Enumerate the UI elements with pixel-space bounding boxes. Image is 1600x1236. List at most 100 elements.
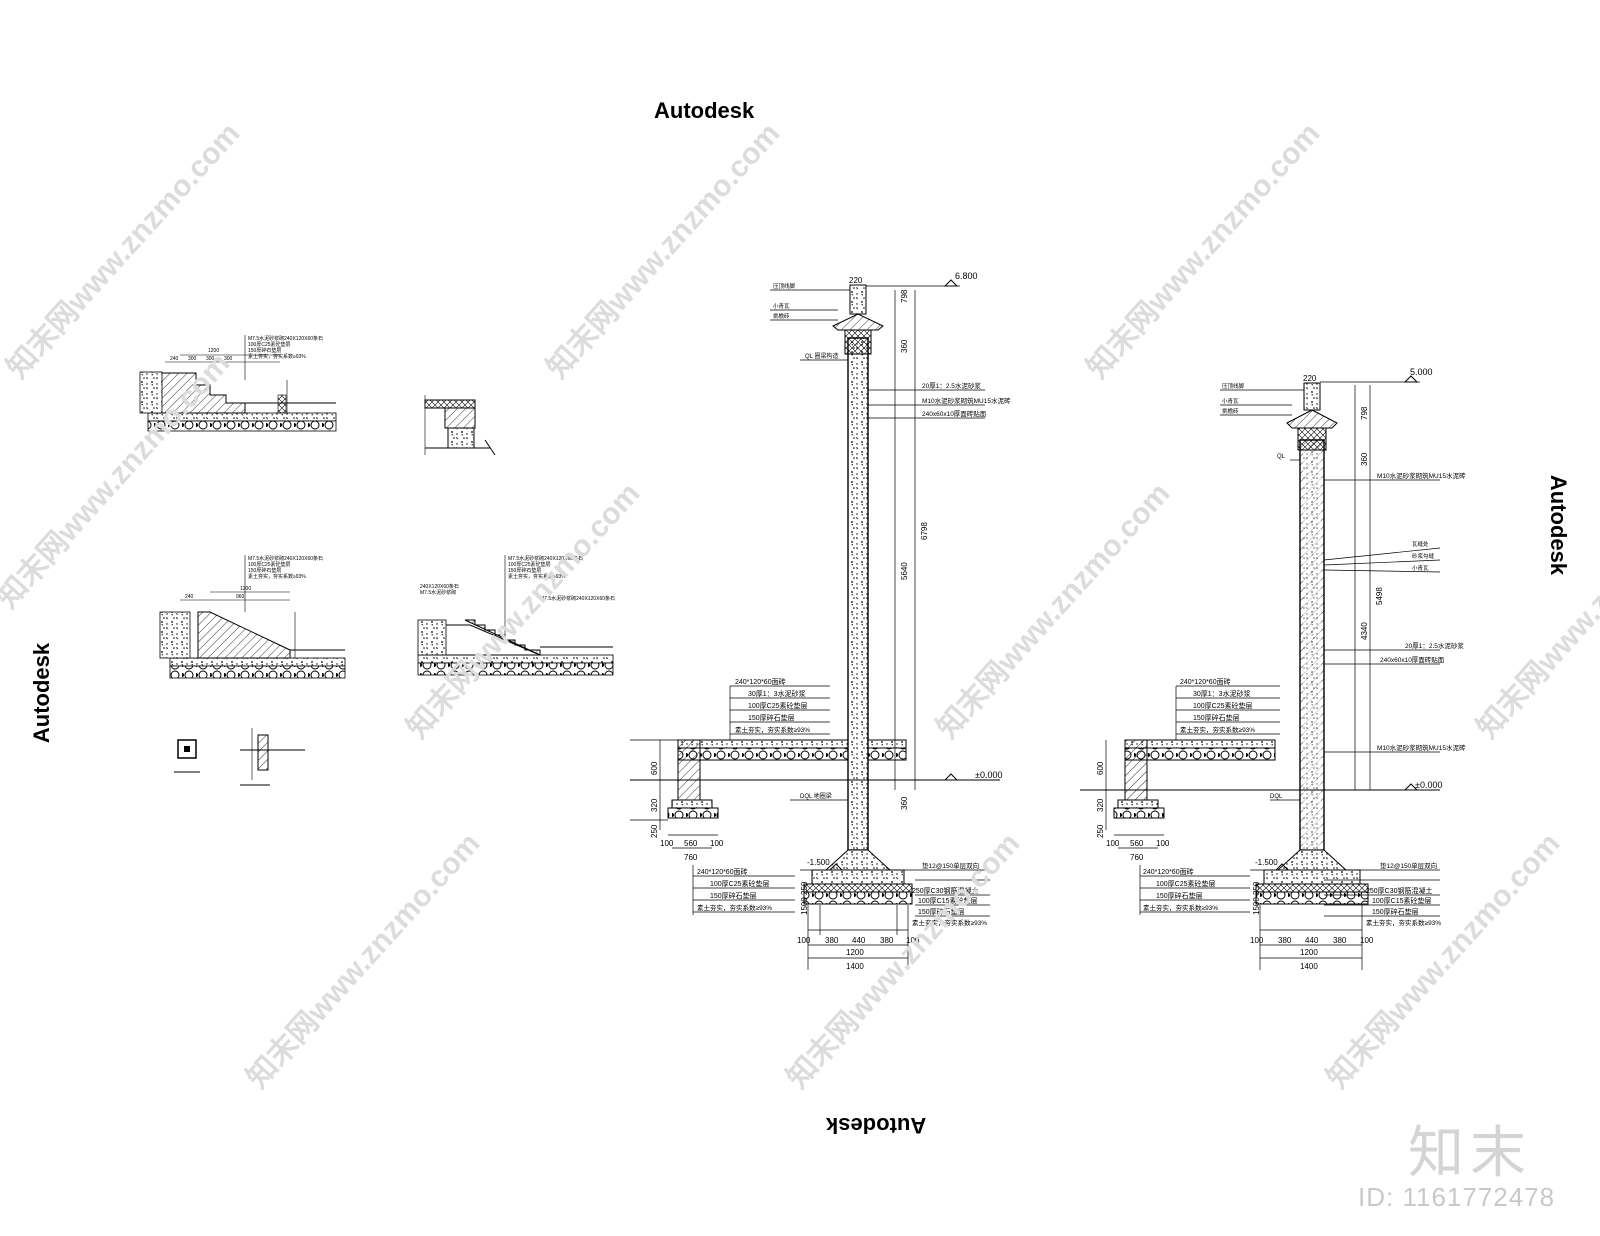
svg-text:知末网www.znzmo.com: 知末网www.znzmo.com — [781, 827, 1027, 1095]
svg-text:素土夯实，夯实系数≥93%: 素土夯实，夯实系数≥93% — [1143, 903, 1218, 912]
svg-text:知末网www.znzmo.com: 知末网www.znzmo.com — [541, 117, 787, 385]
svg-text:垫12@150单层双向: 垫12@150单层双向 — [922, 861, 979, 870]
svg-text:素土夯实，夯实系数≥93%: 素土夯实，夯实系数≥93% — [248, 573, 306, 580]
svg-text:M10水泥砂浆砌筑MU15水泥砖: M10水泥砂浆砌筑MU15水泥砖 — [1377, 471, 1466, 480]
svg-text:100厚C25素砼垫层: 100厚C25素砼垫层 — [710, 879, 770, 888]
svg-text:1500: 1500 — [800, 897, 809, 915]
detail-step-1-labels: 240 300 300 300 1200 M7.5水泥砂浆砌240X120X60… — [170, 335, 323, 362]
svg-text:760: 760 — [1130, 853, 1144, 862]
svg-text:知末网www.znzmo.com: 知末网www.znzmo.com — [931, 477, 1177, 745]
svg-text:M10水泥砂浆砌筑MU15水泥砖: M10水泥砂浆砌筑MU15水泥砖 — [1377, 743, 1466, 752]
svg-text:600: 600 — [650, 761, 659, 775]
svg-text:560: 560 — [684, 839, 698, 848]
svg-text:100: 100 — [1156, 839, 1170, 848]
svg-text:知末网www.znzmo.com: 知末网www.znzmo.com — [1471, 477, 1600, 745]
svg-text:30厚1：3水泥砂浆: 30厚1：3水泥砂浆 — [748, 689, 806, 698]
svg-text:压顶线脚: 压顶线脚 — [1222, 382, 1245, 390]
svg-text:1500: 1500 — [1252, 897, 1261, 915]
svg-text:798: 798 — [900, 289, 909, 303]
detail-stair — [417, 555, 614, 676]
svg-text:240*120*60面砖: 240*120*60面砖 — [1143, 867, 1194, 876]
svg-text:380: 380 — [1278, 936, 1292, 945]
svg-text:100厚C25素砼垫层: 100厚C25素砼垫层 — [248, 341, 291, 348]
svg-text:240: 240 — [170, 356, 179, 362]
svg-text:240*120*60面砖: 240*120*60面砖 — [735, 677, 786, 686]
svg-text:±0.000: ±0.000 — [975, 770, 1002, 780]
svg-text:砂浆勾缝: 砂浆勾缝 — [1412, 552, 1435, 560]
svg-text:100厚C15素砼垫层: 100厚C15素砼垫层 — [918, 896, 978, 905]
svg-text:瓦缝处: 瓦缝处 — [1412, 540, 1429, 548]
svg-text:小青瓦: 小青瓦 — [1412, 564, 1429, 572]
svg-text:1200: 1200 — [1300, 948, 1318, 957]
svg-text:798: 798 — [1360, 406, 1369, 420]
svg-text:960: 960 — [236, 594, 245, 600]
svg-text:30厚1：3水泥砂浆: 30厚1：3水泥砂浆 — [1193, 689, 1251, 698]
section-b-labels: 5.000 220 压顶线脚 小青瓦 挑檐砖 QL M10水泥砂浆砌筑MU15水… — [1096, 367, 1466, 971]
svg-text:380: 380 — [825, 936, 839, 945]
svg-text:素土夯实，夯实系数≥93%: 素土夯实，夯实系数≥93% — [1366, 918, 1441, 927]
svg-text:±0.000: ±0.000 — [1415, 780, 1442, 790]
svg-text:1200: 1200 — [846, 948, 864, 957]
svg-text:100: 100 — [906, 936, 920, 945]
svg-text:知末网www.znzmo.com: 知末网www.znzmo.com — [0, 347, 236, 615]
detail-tiny — [174, 728, 305, 786]
svg-text:300: 300 — [206, 356, 215, 362]
svg-text:240: 240 — [185, 594, 194, 600]
detail-cap — [424, 395, 496, 456]
detail-step-1 — [139, 335, 337, 432]
site-watermarks: 知末网www.znzmo.com 知末网www.znzmo.com 知末网www… — [0, 117, 1600, 1095]
svg-text:150厚碎石垫层: 150厚碎石垫层 — [710, 891, 757, 900]
svg-text:QL 圈梁构造: QL 圈梁构造 — [805, 352, 838, 360]
svg-text:5640: 5640 — [900, 562, 909, 580]
svg-text:760: 760 — [684, 853, 698, 862]
svg-text:100厚C25素砼垫层: 100厚C25素砼垫层 — [508, 561, 551, 568]
svg-text:360: 360 — [1360, 452, 1369, 466]
svg-text:DQL 地圈梁: DQL 地圈梁 — [800, 792, 832, 800]
autodesk-label-bottom: Autodesk — [826, 1113, 927, 1138]
autodesk-label-top: Autodesk — [654, 98, 755, 123]
svg-text:知末网www.znzmo.com: 知末网www.znzmo.com — [401, 477, 647, 745]
svg-text:6.800: 6.800 — [955, 271, 978, 281]
svg-text:素土夯实，夯实系数≥93%: 素土夯实，夯实系数≥93% — [697, 903, 772, 912]
svg-text:150厚碎石垫层: 150厚碎石垫层 — [1193, 713, 1240, 722]
svg-text:压顶线脚: 压顶线脚 — [773, 282, 796, 290]
svg-text:250: 250 — [800, 881, 809, 895]
svg-text:150厚碎石垫层: 150厚碎石垫层 — [1372, 907, 1419, 916]
svg-text:300: 300 — [188, 356, 197, 362]
svg-text:440: 440 — [852, 936, 866, 945]
svg-text:300: 300 — [224, 356, 233, 362]
svg-text:320: 320 — [1096, 798, 1105, 812]
svg-text:320: 320 — [650, 798, 659, 812]
svg-text:240X120X60条石: 240X120X60条石 — [420, 583, 459, 590]
svg-text:素土夯实，夯实系数≥93%: 素土夯实，夯实系数≥93% — [248, 353, 306, 360]
svg-text:150厚碎石垫层: 150厚碎石垫层 — [508, 567, 541, 574]
svg-text:150厚碎石垫层: 150厚碎石垫层 — [748, 713, 795, 722]
svg-text:100厚C25素砼垫层: 100厚C25素砼垫层 — [248, 561, 291, 568]
svg-text:250: 250 — [1096, 824, 1105, 838]
svg-text:QL: QL — [1277, 454, 1286, 460]
svg-text:素土夯实，夯实系数≥93%: 素土夯实，夯实系数≥93% — [508, 573, 566, 580]
autodesk-label-left: Autodesk — [29, 642, 55, 744]
brand-logo: 知末 — [1408, 1121, 1532, 1186]
svg-text:250厚C30钢筋混凝土: 250厚C30钢筋混凝土 — [912, 886, 979, 895]
svg-text:250: 250 — [650, 824, 659, 838]
svg-text:M7.5水泥砂浆砌240X120X60条石: M7.5水泥砂浆砌240X120X60条石 — [540, 595, 615, 602]
section-a-labels: 6.800 220 压顶线脚 小青瓦 挑檐砖 QL 圈梁构造 20厚1：2.5水… — [650, 271, 1011, 971]
svg-text:150厚碎石垫层: 150厚碎石垫层 — [918, 907, 965, 916]
svg-text:6798: 6798 — [920, 522, 929, 540]
svg-text:M7.5水泥砂浆砌: M7.5水泥砂浆砌 — [420, 589, 456, 596]
svg-text:100: 100 — [1360, 936, 1374, 945]
svg-text:1400: 1400 — [846, 962, 864, 971]
svg-text:1200: 1200 — [208, 348, 219, 354]
detail-stair-labels: 240X120X60条石 M7.5水泥砂浆砌 M7.5水泥砂浆砌240X120X… — [420, 555, 615, 602]
detail-ramp-labels: 240 960 1200 M7.5水泥砂浆砌240X120X60条石 100厚C… — [185, 555, 323, 600]
svg-text:150厚碎石垫层: 150厚碎石垫层 — [1156, 891, 1203, 900]
svg-text:小青瓦: 小青瓦 — [773, 302, 790, 310]
svg-text:素土夯实，夯实系数≥93%: 素土夯实，夯实系数≥93% — [1180, 725, 1255, 734]
svg-text:-1.500: -1.500 — [807, 858, 830, 867]
svg-text:100厚C15素砼垫层: 100厚C15素砼垫层 — [1372, 896, 1432, 905]
svg-text:知末网www.znzmo.com: 知末网www.znzmo.com — [1, 117, 247, 385]
svg-text:素土夯实，夯实系数≥93%: 素土夯实，夯实系数≥93% — [735, 725, 810, 734]
